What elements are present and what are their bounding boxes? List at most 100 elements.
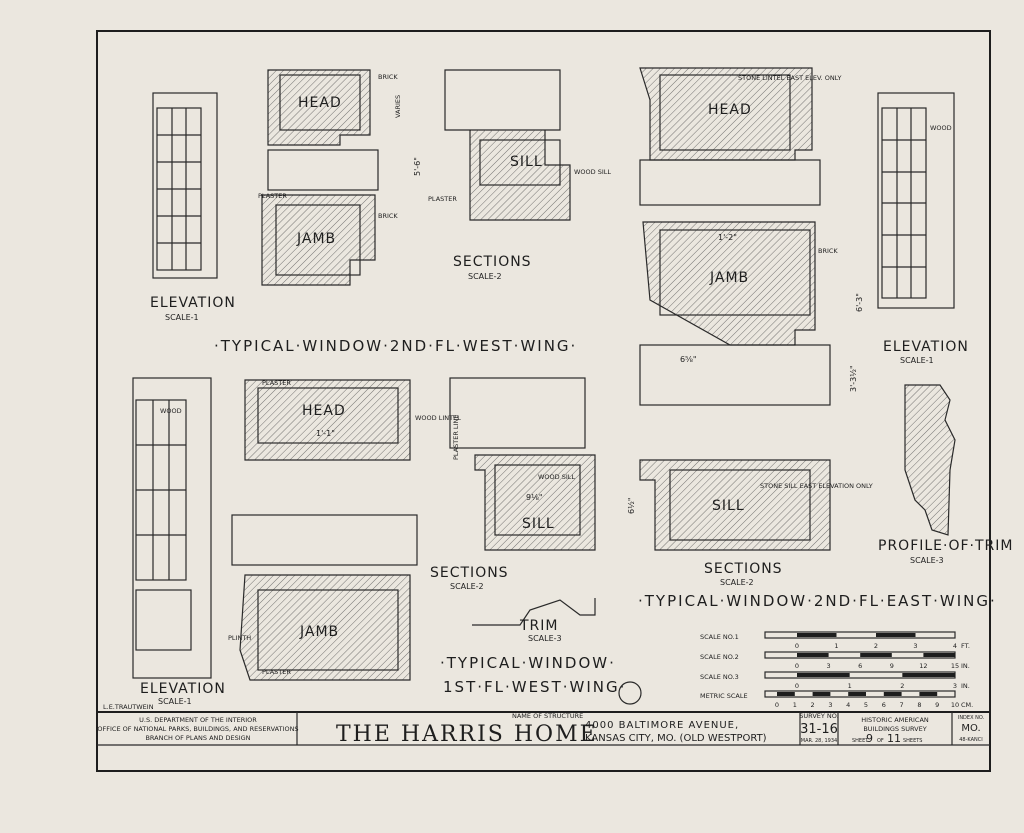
sections-caption: SECTIONS [704,561,783,577]
scale-segment [777,692,795,696]
survey-date: MAR. 28, 1934 [801,738,837,744]
scale-segment [860,653,892,657]
dim-1ft-2in: 1'-2" [718,233,737,242]
profile-caption: PROFILE·OF·TRIM [878,538,1013,554]
sections-2nd-east: HEAD STONE LINTEL EAST ELEV. ONLY 1'-2" … [627,67,997,610]
dim-1ft-1in: 1'-1" [316,429,335,438]
scale-segment [797,653,829,657]
scale-unit: IN. [961,662,970,670]
agency-line-1: U.S. DEPARTMENT OF THE INTERIOR [139,716,257,724]
scale-tick-label: 15 [951,662,959,670]
note-plaster: PLASTER [428,195,457,203]
dim-5ft-6in: 5'-6" [413,157,422,176]
scale-tick-label: 3 [828,701,832,709]
dim-6-1-2in: 6½" [627,497,636,514]
scale-tick-label: 2 [900,682,904,690]
scale-segment [812,692,831,696]
address-line-2: KANSAS CITY, MO. (OLD WESTPORT) [585,733,767,744]
sheet-prefix: SHEET [852,738,869,744]
sill-label: SILL [510,154,543,170]
scale-tick-label: 6 [882,701,886,709]
note-wood-sill: WOOD SILL [538,473,575,481]
scale-segment [876,633,916,637]
scale-tick-label: 0 [795,682,799,690]
scale-unit: FT. [961,642,970,650]
delineator-name: L.E.TRAUTWEIN [103,703,154,711]
profile-of-trim: PROFILE·OF·TRIM SCALE-3 [878,384,1013,565]
dim-9-1-8in: 9⅛" [526,493,543,502]
scale-segment [923,653,955,657]
elevation-2nd-west: ELEVATION SCALE-1 [150,92,236,322]
profile-scale: SCALE-3 [910,556,944,565]
sections-caption: SECTIONS [453,254,532,270]
scale-tick-label: 5 [864,701,868,709]
note-brick: BRICK [378,73,398,81]
agency-line-2: OFFICE OF NATIONAL PARKS, BUILDINGS, AND… [97,725,298,733]
sill-label: SILL [712,498,745,514]
note-plaster-line: PLASTER LINE [452,415,460,460]
scale-tick-label: 2 [874,642,878,650]
sill-label: SILL [522,516,555,532]
elevation-scale: SCALE-1 [158,697,192,706]
note-wood: WOOD [930,124,952,132]
sheet-of: OF [877,738,884,744]
structure-name: THE HARRIS HOME [336,722,598,747]
trim-caption: TRIM [519,618,559,634]
note-stone-lintel: STONE LINTEL EAST ELEV. ONLY [738,74,841,82]
habs-line-1: HISTORIC AMERICAN [861,716,929,724]
head-label: HEAD [302,403,346,419]
agency-line-3: BRANCH OF PLANS AND DESIGN [145,734,250,742]
scale-tick-label: 2 [811,701,815,709]
scale-label: METRIC SCALE [700,692,748,700]
sections-1st-west: HEAD 1'-1" PLASTER WOOD LINTEL JAMB PLAS… [228,377,642,705]
elevation-scale: SCALE-1 [900,356,934,365]
note-plinth: PLINTH [228,634,251,642]
note-wood-sill: WOOD SILL [574,168,611,176]
scale-tick-label: 4 [953,642,957,650]
sections-scale: SCALE-2 [468,272,502,281]
head-label: HEAD [298,95,342,111]
scale-tick-label: 3 [953,682,957,690]
habs-line-2: BUILDINGS SURVEY [863,725,926,733]
drawing-title-1st-west-2: 1ST·FL·WEST·WING· [443,678,626,696]
scale-tick-label: 0 [795,642,799,650]
scale-tick-label: 9 [890,662,894,670]
jamb-label: JAMB [299,624,339,640]
sections-scale: SCALE-2 [720,578,754,587]
drawing-title-2nd-west: ·TYPICAL·WINDOW·2ND·FL·WEST·WING· [214,337,577,355]
note-wood: WOOD [160,407,182,415]
name-of-structure-label: NAME OF STRUCTURE [512,712,583,720]
scale-label: SCALE NO.3 [700,673,739,681]
elevation-caption: ELEVATION [140,681,226,697]
sheet-total: 11 [887,732,901,745]
survey-label: SURVEY NO. [799,712,838,720]
title-block: U.S. DEPARTMENT OF THE INTERIOR OFFICE O… [97,712,990,747]
seal-icon [618,681,642,705]
drawing-title-2nd-east: ·TYPICAL·WINDOW·2ND·FL·EAST·WING· [638,592,997,610]
note-plaster: PLASTER [262,668,291,676]
scale-unit: CM. [961,701,973,709]
jamb-label: JAMB [709,270,749,286]
scale-segment [919,692,938,696]
address-line-1: 4000 BALTIMORE AVENUE, [585,720,739,731]
scale-tick-label: 6 [858,662,862,670]
index-number: MO. [961,723,980,734]
trim-scale: SCALE-3 [528,634,562,643]
scale-segment [883,692,902,696]
scale-unit: IN. [961,682,970,690]
sections-2nd-west: HEAD JAMB BRICK BRICK PLASTER VARIES 5'-… [214,69,611,355]
scale-tick-label: 0 [795,662,799,670]
scale-bar [764,690,956,698]
elevation-caption: ELEVATION [150,295,236,311]
scale-label: SCALE NO.1 [700,633,739,641]
note-plaster: PLASTER [262,379,291,387]
scale-tick-label: 7 [900,701,904,709]
note-varies: VARIES [394,95,402,118]
note-brick: BRICK [818,247,838,255]
note-wood-lintel: WOOD LINTEL [415,414,461,422]
jamb-label: JAMB [296,231,336,247]
scale-tick-label: 3 [913,642,917,650]
scale-segment [902,673,955,677]
scale-tick-label: 1 [834,642,838,650]
